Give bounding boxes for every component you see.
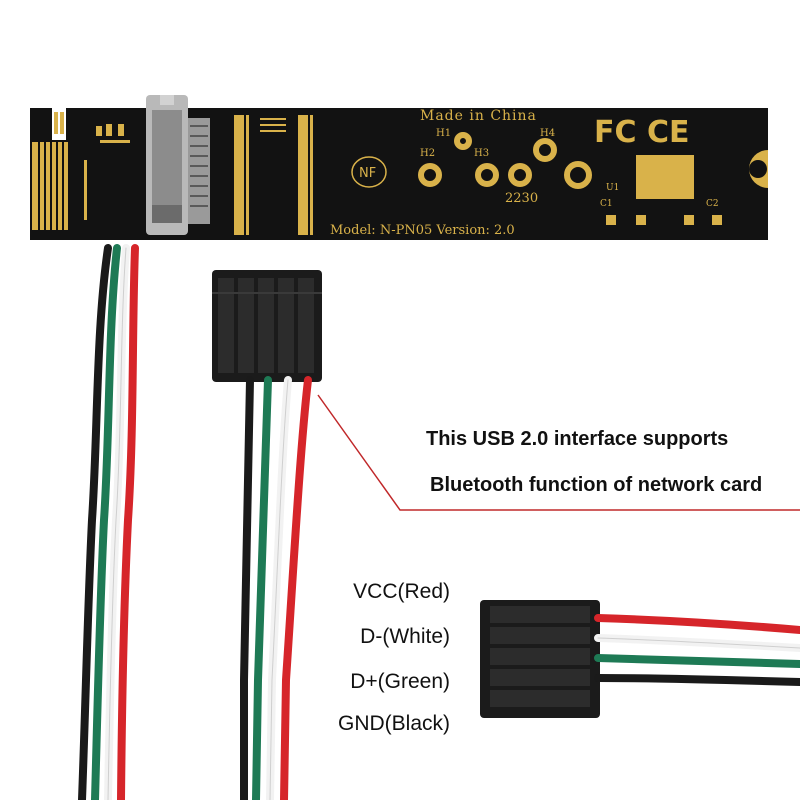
part-label-u1: U1 [606, 183, 619, 193]
size-code-label: 2230 [505, 191, 538, 206]
mounting-holes [418, 132, 592, 189]
hole-label-h1: H1 [436, 128, 451, 139]
part-label-c1: C1 [600, 199, 613, 209]
dupont-connector-horizontal [480, 600, 600, 718]
pin-label-vcc: VCC(Red) [353, 580, 450, 603]
made-in-label: Made in China [420, 108, 537, 124]
pin-label-gnd: GND(Black) [337, 712, 450, 735]
pin-label-d-minus: D-(White) [360, 625, 450, 648]
cable-bundle-center [240, 376, 312, 800]
cable-bundle-right [594, 614, 800, 686]
part-label-c2: C2 [706, 199, 719, 209]
hole-label-h2: H2 [420, 148, 435, 159]
pin-label-d-plus: D+(Green) [350, 670, 450, 693]
usb-connector [146, 95, 210, 235]
model-label: Model: N-PN05 Version: 2.0 [330, 223, 515, 238]
gold-edge-fingers [32, 112, 68, 230]
cert-mark: FC CE [594, 115, 689, 150]
svg-text:NF: NF [359, 166, 376, 181]
hole-label-h3: H3 [474, 148, 489, 159]
cable-bundle-left [78, 244, 139, 800]
caption-line-1: This USB 2.0 interface supports [426, 428, 729, 450]
hole-label-h4: H4 [540, 128, 555, 139]
caption-line-2: Bluetooth function of network card [430, 474, 763, 496]
dupont-connector-vertical [212, 270, 322, 382]
nf-mark: NF [351, 156, 387, 188]
callout-line [317, 394, 800, 511]
m2-adapter-board: Made in China H1 H2 H3 H4 2230 NF FC CE … [30, 95, 768, 240]
trace-strips [234, 115, 313, 235]
